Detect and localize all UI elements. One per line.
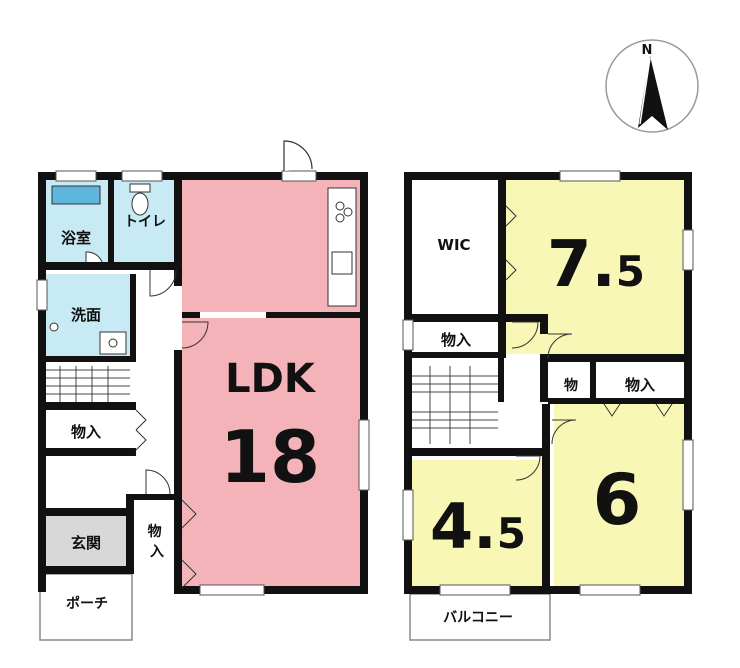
compass-letter: N xyxy=(642,43,653,58)
entrance-label: 玄関 xyxy=(71,534,101,552)
storage-f1-a-label: 物入 xyxy=(71,423,101,441)
door-75-icon xyxy=(547,333,573,359)
door-6-icon xyxy=(551,419,577,445)
washbasin xyxy=(99,331,127,355)
bathtub xyxy=(51,185,101,205)
room-75-fill xyxy=(506,180,684,354)
door-45-icon xyxy=(515,455,541,481)
door-hall-f2-icon xyxy=(511,321,539,349)
kitchen-counter xyxy=(327,187,357,307)
ldk-size-label: 18 xyxy=(220,415,320,499)
window-bath xyxy=(55,170,97,182)
washing-machine xyxy=(49,322,59,332)
storage-f1-b-label: 物 入 xyxy=(148,523,167,560)
compass-needle-icon xyxy=(638,56,668,130)
door-storage-icon xyxy=(135,409,147,451)
door-ldk-storage-icon xyxy=(181,499,197,589)
window-ldk-east xyxy=(358,419,370,491)
compass-needle-light xyxy=(639,57,651,125)
storage-f2-a-label: 物入 xyxy=(441,331,471,349)
window-45-south xyxy=(439,584,511,596)
wic-label: WIC xyxy=(437,236,470,254)
window-toilet xyxy=(121,170,163,182)
room-45-label: 4.5 xyxy=(430,490,526,563)
door-wic-icon xyxy=(505,205,517,281)
ldk-fill-living xyxy=(182,318,360,586)
room-45-small: 5 xyxy=(497,509,526,558)
porch-label: ポーチ xyxy=(66,595,108,612)
window-kitchen xyxy=(281,170,317,182)
door-bath-icon xyxy=(85,251,103,263)
ldk-name-label: LDK xyxy=(225,356,317,402)
window-6-east xyxy=(682,439,694,511)
compass: N xyxy=(605,39,699,133)
door-entrance-icon xyxy=(145,469,171,495)
room-75-label: 7.5 xyxy=(547,228,645,302)
room-75-small: 5 xyxy=(616,247,645,296)
toilet-label: トイレ xyxy=(124,214,166,230)
walls-f2 xyxy=(404,172,692,594)
storage-f1-b-char2: 入 xyxy=(150,544,164,560)
window-washroom xyxy=(36,279,48,311)
room-6-label: 6 xyxy=(593,459,642,541)
storage-f1-b-char1: 物 xyxy=(148,523,162,540)
window-45-west xyxy=(402,489,414,541)
door-kitchen-icon xyxy=(283,140,313,171)
storage-f2-c-label: 物入 xyxy=(625,376,655,394)
bath-label: 浴室 xyxy=(61,229,91,247)
second-floor: WIC 7.5 物入 物 物入 4.5 6 バルコニー xyxy=(402,170,694,641)
stairs-f2 xyxy=(412,366,500,444)
first-floor: 浴室 トイレ 洗面 物入 玄関 ポーチ 物 入 LDK 18 xyxy=(36,140,370,641)
room-45-fill xyxy=(412,460,542,586)
window-75-north xyxy=(559,170,621,182)
room-75-big: 7. xyxy=(547,228,616,302)
toilet-fill xyxy=(114,180,174,262)
window-6-south xyxy=(579,584,641,596)
window-ldk-south xyxy=(199,584,265,596)
door-ldk-icon xyxy=(181,321,209,349)
door-hall-icon xyxy=(149,269,177,297)
stairs-f1 xyxy=(46,366,130,402)
window-hall-west xyxy=(402,319,414,351)
door-storage-f2-icon xyxy=(603,403,673,417)
walls-f1 xyxy=(38,172,368,594)
room-45-big: 4. xyxy=(430,490,497,563)
balcony-label: バルコニー xyxy=(443,610,513,626)
entrance-fill xyxy=(46,516,126,566)
porch-area xyxy=(39,573,133,641)
toilet-fixture xyxy=(129,183,151,216)
room-6-fill xyxy=(554,404,684,586)
storage-f2-b-label: 物 xyxy=(564,377,578,394)
window-75-east xyxy=(682,229,694,271)
washroom-label: 洗面 xyxy=(71,306,101,324)
